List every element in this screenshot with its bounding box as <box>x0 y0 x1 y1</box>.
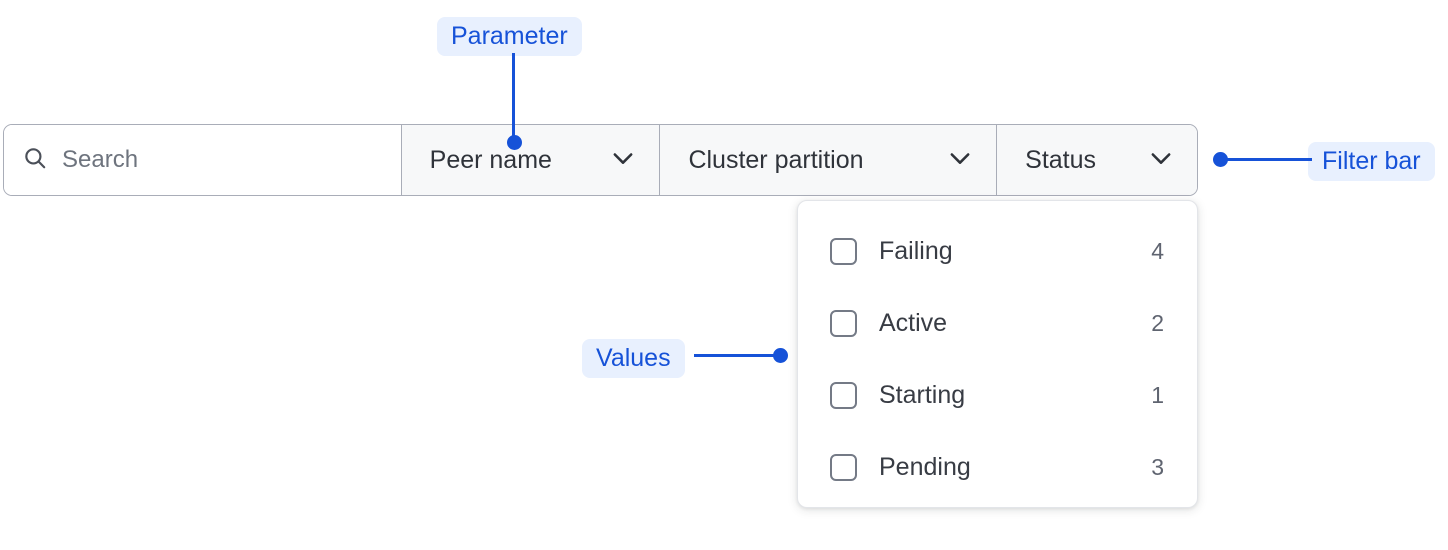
dropdown-option-label: Failing <box>879 236 953 265</box>
annotation-label-filter-bar: Filter bar <box>1308 142 1435 181</box>
dropdown-option-count: 2 <box>1151 309 1164 336</box>
annotation-dot-values <box>773 348 788 363</box>
dropdown-option-count: 1 <box>1151 381 1164 408</box>
annotation-dot-filter-bar <box>1213 152 1228 167</box>
checkbox[interactable] <box>830 381 857 409</box>
search-icon <box>22 145 48 176</box>
filter-dropdown-status[interactable]: Status <box>997 125 1197 195</box>
chevron-down-icon <box>609 144 637 177</box>
dropdown-option-label: Active <box>879 308 948 337</box>
annotation-label-values: Values <box>582 339 685 378</box>
filter-bar: Peer name Cluster partition Status <box>3 124 1198 196</box>
chevron-down-icon <box>1147 144 1175 177</box>
search-input[interactable] <box>62 146 383 174</box>
filter-dropdown-peer-name[interactable]: Peer name <box>401 125 661 195</box>
dropdown-option-pending[interactable]: Pending 3 <box>798 431 1197 503</box>
annotation-connector-parameter <box>512 53 515 143</box>
dropdown-option-count: 4 <box>1151 237 1164 264</box>
search-field[interactable] <box>4 125 402 195</box>
filter-dropdown-peer-name-label: Peer name <box>429 145 552 174</box>
status-dropdown-panel: Failing 4 Active 2 Starting 1 Pending 3 <box>797 200 1198 508</box>
annotation-connector-filter-bar <box>1222 158 1312 161</box>
checkbox[interactable] <box>830 453 857 481</box>
filter-dropdown-cluster-partition[interactable]: Cluster partition <box>660 125 998 195</box>
filter-dropdown-status-label: Status <box>1025 145 1097 174</box>
annotation-label-parameter: Parameter <box>437 17 582 56</box>
dropdown-option-starting[interactable]: Starting 1 <box>798 359 1197 431</box>
annotation-dot-parameter <box>507 135 522 150</box>
dropdown-option-active[interactable]: Active 2 <box>798 287 1197 359</box>
checkbox[interactable] <box>830 309 857 337</box>
chevron-down-icon <box>946 144 974 177</box>
checkbox[interactable] <box>830 237 857 265</box>
dropdown-option-count: 3 <box>1151 453 1164 480</box>
annotation-connector-values <box>694 354 784 357</box>
dropdown-option-label: Starting <box>879 380 966 409</box>
dropdown-option-failing[interactable]: Failing 4 <box>798 215 1197 287</box>
filter-dropdown-cluster-partition-label: Cluster partition <box>688 145 864 174</box>
dropdown-option-label: Pending <box>879 452 971 481</box>
